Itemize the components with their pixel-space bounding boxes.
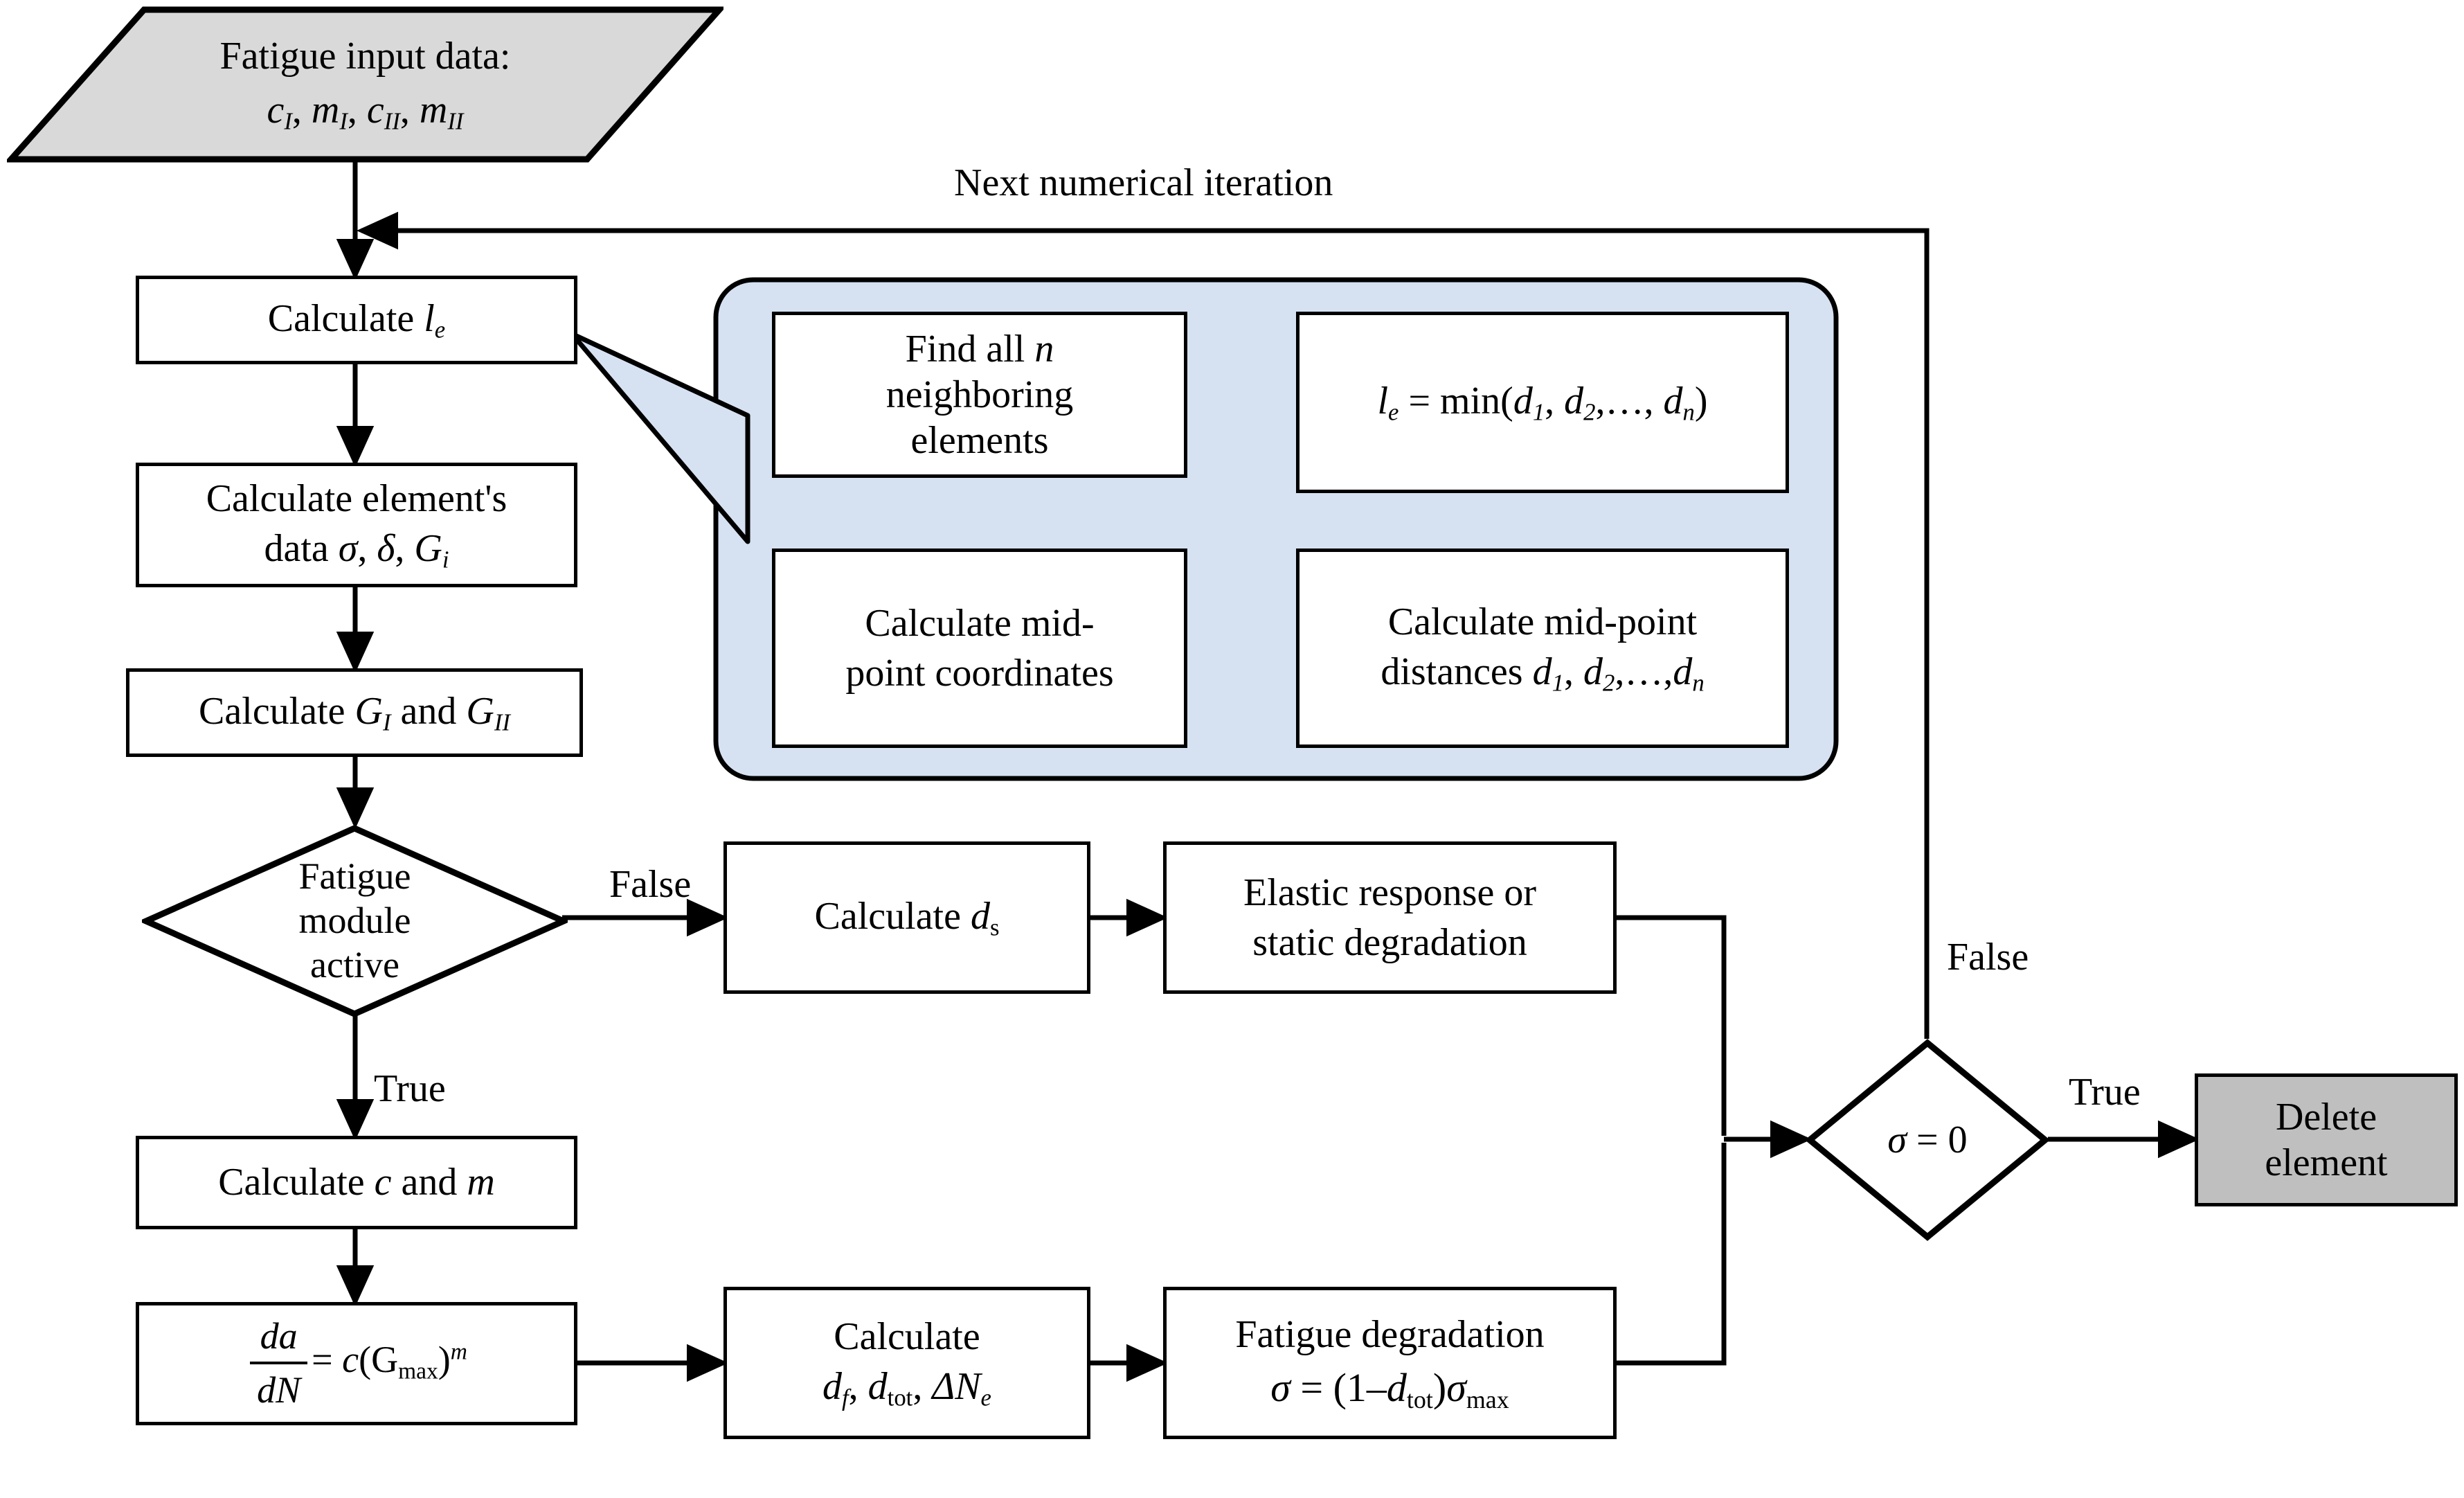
- calculate-c-m-box[interactable]: Calculate c and m: [136, 1136, 577, 1229]
- element-data-label: Calculate element's data σ, δ, Gi: [206, 476, 507, 573]
- le-min-formula-box[interactable]: le = min(d1, d2,…, dn): [1296, 312, 1789, 493]
- parallelogram-shape: [7, 6, 723, 163]
- label-sigma-true: True: [2069, 1071, 2141, 1114]
- calculate-ds-box[interactable]: Calculate ds: [723, 841, 1090, 994]
- edge-elastic-merge: [1613, 915, 1727, 1136]
- input-title: Fatigue input data:: [219, 34, 511, 78]
- callout-tail: [569, 331, 750, 544]
- param-m-I: mI: [311, 88, 348, 135]
- midpoint-coordinates-box[interactable]: Calculate mid- point coordinates: [772, 549, 1187, 748]
- label-fatigue-true: True: [374, 1067, 446, 1110]
- calculate-fatigue-vars-box[interactable]: Calculate df, dtot, ΔNe: [723, 1287, 1090, 1439]
- calculate-G-box[interactable]: Calculate GI and GII: [126, 668, 583, 757]
- edge-next-numerical-iteration: [356, 211, 1930, 1039]
- le-min-formula: le = min(d1, d2,…, dn): [1377, 379, 1708, 426]
- input-parallelogram[interactable]: Fatigue input data: cI, mI, cII, mII: [7, 6, 723, 163]
- elastic-static-label: Elastic response or static degradation: [1243, 871, 1536, 964]
- sigma-zero-diamond[interactable]: [1806, 1039, 2049, 1241]
- delete-element-label: Delete element: [2265, 1095, 2388, 1184]
- calculate-le-box[interactable]: Calculate le: [136, 276, 577, 364]
- elastic-static-box[interactable]: Elastic response or static degradation: [1163, 841, 1617, 994]
- find-neighbors-box[interactable]: Find all n neighboring elements: [772, 312, 1187, 478]
- label-sigma-false: False: [1947, 936, 2029, 979]
- calculate-le-label: Calculate le: [267, 296, 446, 344]
- delete-element-box[interactable]: Delete element: [2195, 1073, 2458, 1206]
- paris-law-box[interactable]: da dN = c(Gmax)m: [136, 1302, 577, 1425]
- calculate-ds-label: Calculate ds: [814, 894, 1000, 941]
- fatigue-decision-label: Fatigue module active: [298, 855, 411, 986]
- fatigue-degradation-label: Fatigue degradation σ = (1–dtot)σmax: [1235, 1312, 1545, 1414]
- find-neighbors-label: Find all n neighboring elements: [885, 327, 1074, 463]
- label-fatigue-false: False: [609, 863, 692, 906]
- input-params: cI, mI, cII, mII: [267, 88, 464, 135]
- calculate-element-data-box[interactable]: Calculate element's data σ, δ, Gi: [136, 463, 577, 587]
- label-next-numerical-iteration: Next numerical iteration: [954, 161, 1333, 204]
- sigma-zero-label: σ = 0: [1887, 1118, 1968, 1161]
- calculate-G-label: Calculate GI and GII: [199, 689, 510, 736]
- fatigue-decision-diamond[interactable]: [142, 824, 568, 1018]
- edge-fatiguedeg-merge: [1613, 1143, 1727, 1366]
- param-c-I: cI: [267, 88, 292, 135]
- midpoint-coordinates-label: Calculate mid- point coordinates: [845, 601, 1114, 695]
- paris-law-formula: da dN = c(Gmax)m: [246, 1314, 467, 1412]
- param-m-II: mII: [419, 88, 464, 135]
- param-c-II: cII: [366, 88, 400, 135]
- da-dN-fraction: da dN: [250, 1314, 308, 1412]
- midpoint-distances-label: Calculate mid-point distances d1, d2,…,d…: [1381, 600, 1705, 697]
- calculate-c-m-label: Calculate c and m: [218, 1161, 495, 1204]
- fatigue-degradation-box[interactable]: Fatigue degradation σ = (1–dtot)σmax: [1163, 1287, 1617, 1439]
- calculate-fatigue-vars-label: Calculate df, dtot, ΔNe: [822, 1314, 991, 1411]
- midpoint-distances-box[interactable]: Calculate mid-point distances d1, d2,…,d…: [1296, 549, 1789, 748]
